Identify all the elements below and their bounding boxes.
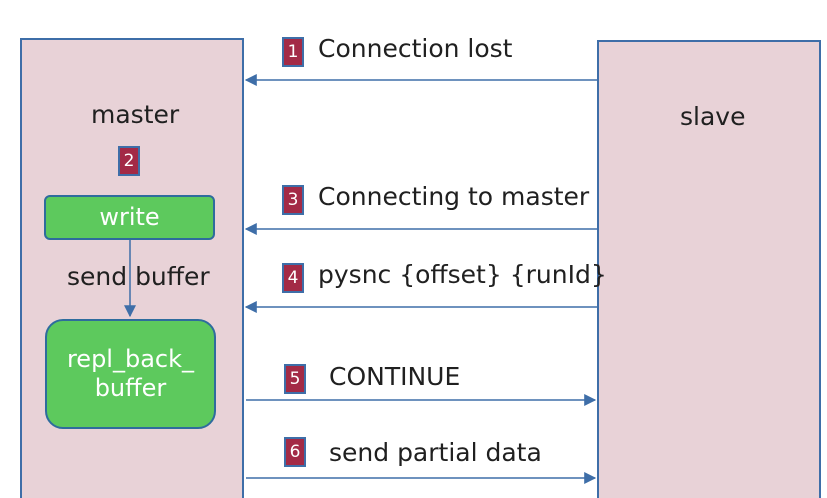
message-5-text: CONTINUE	[329, 362, 461, 391]
message-5-badge: 5	[284, 364, 306, 394]
message-1-badge: 1	[282, 37, 304, 67]
message-6-text: send partial data	[329, 438, 542, 467]
slave-panel	[597, 40, 821, 498]
send-buffer-label: send buffer	[67, 262, 210, 291]
message-3-badge: 3	[282, 185, 304, 215]
message-6-badge: 6	[284, 437, 306, 467]
master-title: master	[91, 100, 180, 129]
message-4-text: pysnc {offset} {runId}	[318, 260, 607, 289]
repl-buffer-line1: repl_back_	[66, 345, 195, 373]
master-step-badge: 2	[118, 146, 140, 176]
message-3-text: Connecting to master	[318, 182, 590, 211]
message-4-badge: 4	[282, 263, 304, 293]
write-box: write	[44, 195, 215, 240]
message-1-text: Connection lost	[318, 34, 513, 63]
repl-back-buffer-box: repl_back_ buffer	[45, 319, 216, 429]
slave-title: slave	[680, 102, 746, 131]
repl-buffer-line2: buffer	[94, 374, 167, 402]
